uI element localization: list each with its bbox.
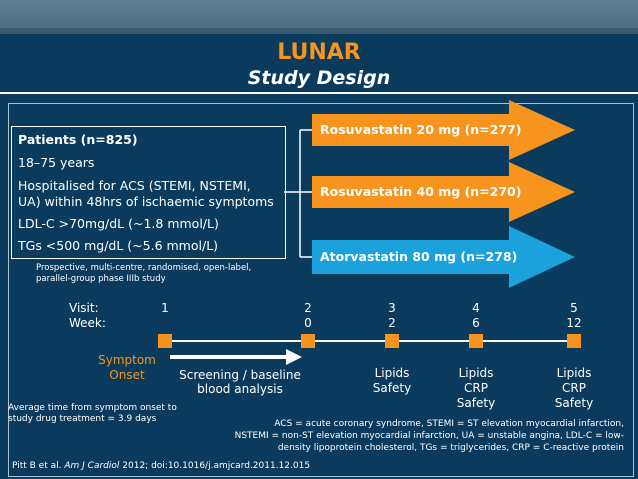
visit5-assessment-1: Lipids	[556, 366, 592, 380]
patients-ldl: LDL-C >70mg/dL (~1.8 mmol/L)	[18, 216, 219, 231]
timeline-marker-visit-4	[469, 334, 483, 348]
slide-title: LUNAR	[277, 40, 361, 65]
visit-1: 1	[161, 301, 169, 315]
visit4-assessment-3: Safety	[456, 396, 496, 410]
visit4-assessment-1: Lipids	[458, 366, 494, 380]
week-0: 0	[304, 316, 312, 330]
patients-box: Patients (n=825) 18–75 years Hospitalise…	[11, 126, 286, 259]
design-note-2: parallel-group phase IIIb study	[36, 274, 166, 284]
avg-time-1: Average time from symptom onset to	[8, 403, 177, 413]
arm-label-atorva80: Atorvastatin 80 mg (n=278)	[320, 249, 518, 264]
patients-heading: Patients (n=825)	[18, 132, 138, 147]
week-12: 12	[566, 316, 582, 330]
week-row-label: Week:	[69, 316, 106, 330]
citation-rest: 2012; doi:10.1016/j.amjcard.2011.12.015	[122, 461, 311, 471]
visit5-assessment-2: CRP	[562, 381, 586, 395]
citation-authors: Pitt B et al.	[12, 461, 62, 471]
patients-criteria-1: Hospitalised for ACS (STEMI, NSTEMI,	[18, 178, 251, 193]
patients-age: 18–75 years	[18, 155, 95, 170]
arm-arrow-atorva80	[312, 226, 575, 288]
citation-journal: Am J Cardiol	[64, 461, 120, 471]
week-2: 2	[388, 316, 396, 330]
abbreviations-1: ACS = acute coronary syndrome, STEMI = S…	[274, 419, 624, 429]
visit-3: 3	[388, 301, 396, 315]
design-note-1: Prospective, multi-centre, randomised, o…	[36, 263, 252, 273]
screening-label-1: Screening / baseline	[179, 368, 301, 382]
timeline-marker-visit-1	[158, 334, 172, 348]
visit-row-label: Visit:	[69, 301, 99, 315]
visit-5: 5	[570, 301, 578, 315]
screening-label-2: blood analysis	[197, 382, 283, 396]
abbreviations-3: density lipoprotein cholesterol, TGs = t…	[277, 443, 624, 453]
visit-4: 4	[472, 301, 480, 315]
title-rule	[0, 92, 638, 94]
timeline-marker-visit-5	[567, 334, 581, 348]
patients-criteria-2: UA) within 48hrs of ischaemic symptoms	[18, 194, 274, 209]
top-band-stripe	[0, 28, 638, 34]
arm-arrow-rosu20	[312, 100, 575, 160]
arm-label-rosu40: Rosuvastatin 40 mg (n=270)	[320, 184, 522, 199]
screening-arrow-head	[286, 349, 302, 365]
avg-time-2: study drug treatment = 3.9 days	[8, 414, 157, 424]
visit3-assessment-2: Safety	[372, 381, 412, 395]
screening-arrow-shaft	[170, 355, 288, 359]
abbreviations-2: NSTEMI = non-ST elevation myocardial inf…	[234, 431, 624, 441]
timeline-marker-visit-2	[301, 334, 315, 348]
symptom-onset-1: Symptom	[98, 353, 156, 367]
timeline-axis	[165, 340, 575, 342]
visit3-assessment-1: Lipids	[374, 366, 410, 380]
visit5-assessment-3: Safety	[554, 396, 594, 410]
arm-arrow-rosu40	[312, 162, 575, 222]
symptom-onset-2: Onset	[109, 368, 145, 382]
screening-arrow	[170, 349, 302, 365]
patients-tg: TGs <500 mg/dL (~5.6 mmol/L)	[18, 238, 219, 253]
timeline-marker-visit-3	[385, 334, 399, 348]
visit4-assessment-2: CRP	[464, 381, 488, 395]
visit-2: 2	[304, 301, 312, 315]
content-panel	[8, 103, 634, 477]
citation: Pitt B et al. Am J Cardiol 2012; doi:10.…	[12, 461, 310, 471]
slide-subtitle: Study Design	[247, 67, 391, 89]
week-6: 6	[472, 316, 480, 330]
arm-label-rosu20: Rosuvastatin 20 mg (n=277)	[320, 122, 522, 137]
